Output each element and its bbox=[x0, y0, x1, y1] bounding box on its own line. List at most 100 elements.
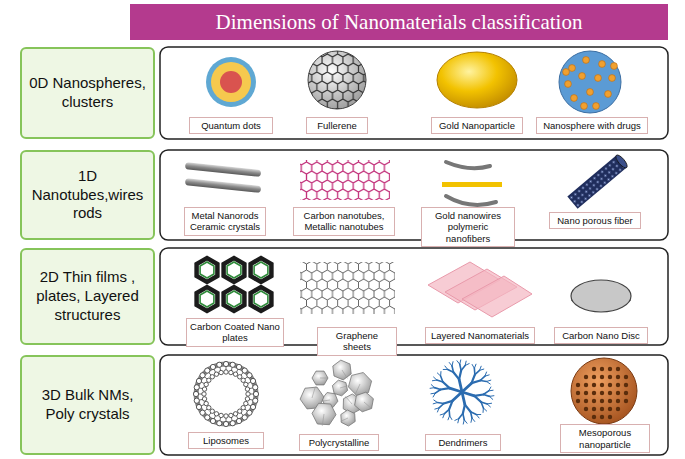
illustration-stroke bbox=[471, 412, 472, 418]
nanorod bbox=[185, 178, 261, 193]
illustration-stroke bbox=[431, 393, 435, 395]
illustration-stroke bbox=[224, 370, 228, 374]
illustration-stroke bbox=[223, 421, 228, 426]
illustration-stroke bbox=[245, 387, 249, 391]
illustration-stroke bbox=[611, 63, 618, 70]
fiber-body bbox=[567, 155, 626, 208]
illustration-stroke bbox=[452, 392, 462, 401]
illustration-stroke bbox=[609, 75, 616, 82]
illustration-stroke bbox=[624, 375, 628, 379]
illustration-stroke bbox=[196, 404, 201, 409]
illustration-stroke bbox=[452, 366, 453, 372]
illustration-stroke bbox=[624, 383, 628, 387]
illustration-stroke bbox=[444, 409, 449, 413]
illustration-stroke bbox=[483, 394, 489, 396]
illustration-stroke bbox=[472, 381, 481, 384]
example-label-box: Carbon Nano Disc bbox=[554, 327, 648, 344]
illustration-stroke bbox=[487, 404, 490, 407]
illustration-stroke bbox=[608, 391, 612, 395]
example-label-box: Carbon Coated Nano plates bbox=[186, 318, 284, 347]
illustration-stroke bbox=[233, 412, 237, 416]
illustration-stroke bbox=[460, 360, 461, 364]
illustration-stroke bbox=[490, 396, 493, 399]
illustration-stroke bbox=[608, 367, 612, 371]
illustration-stroke bbox=[576, 383, 580, 387]
mesopores bbox=[576, 367, 628, 419]
illustration-stroke bbox=[238, 375, 242, 379]
illustration-stroke bbox=[236, 418, 241, 423]
illustration-stroke bbox=[437, 373, 440, 376]
illustration-stroke bbox=[214, 372, 218, 376]
illustration-stroke bbox=[241, 378, 245, 382]
dimension-box: 0D Nanospheres, clusters bbox=[20, 47, 155, 139]
illustration-stroke bbox=[355, 392, 374, 412]
illustration-stroke bbox=[608, 383, 612, 387]
illustration-stroke bbox=[600, 407, 604, 411]
illustration-stroke bbox=[200, 291, 214, 307]
example-label-box: Dendrimers bbox=[425, 434, 501, 451]
illustration-stroke bbox=[605, 91, 612, 98]
illustration-stroke bbox=[214, 412, 218, 416]
illustration-stroke bbox=[205, 368, 210, 373]
illustration-stroke bbox=[569, 65, 576, 72]
illustration-stroke bbox=[459, 379, 462, 392]
example-label: Fullerene bbox=[317, 120, 357, 131]
illustration-stroke bbox=[238, 409, 242, 413]
illustration-stroke bbox=[229, 413, 233, 417]
illustration-stroke bbox=[197, 258, 218, 282]
illustration-stroke bbox=[355, 384, 360, 395]
illustration-stroke bbox=[459, 370, 461, 379]
illustration-stroke bbox=[200, 410, 205, 415]
drug-dots bbox=[563, 57, 618, 110]
illustration-stroke bbox=[332, 380, 347, 396]
row-panel bbox=[160, 150, 668, 240]
illustration-stroke bbox=[253, 398, 258, 403]
illustration-stroke bbox=[616, 375, 620, 379]
example-label: Nanosphere with drugs bbox=[543, 120, 641, 131]
illustration-stroke bbox=[196, 364, 256, 424]
example-label: Carbon Coated Nano plates bbox=[190, 321, 280, 343]
illustration-stroke bbox=[364, 402, 372, 409]
illustration-stroke bbox=[196, 378, 201, 383]
example-label-box: Nanosphere with drugs bbox=[536, 117, 648, 134]
illustration-stroke bbox=[616, 399, 620, 403]
example-label-box: Carbon nanotubes, Metallic nanotubes bbox=[293, 207, 395, 236]
dimension-label: 3D Bulk NMs, Poly crystals bbox=[28, 386, 147, 424]
illustration-stroke bbox=[571, 95, 578, 102]
example-label: Liposomes bbox=[203, 435, 249, 446]
example-label-box: Liposomes bbox=[188, 432, 264, 449]
illustration-stroke bbox=[193, 391, 198, 396]
illustration-stroke bbox=[348, 373, 371, 396]
example-label: Metal Nanorods Ceramic crystals bbox=[190, 210, 260, 232]
illustration-stroke bbox=[253, 391, 258, 396]
illustration-stroke bbox=[448, 416, 450, 420]
illustration-stroke bbox=[247, 373, 252, 378]
illustration-stroke bbox=[219, 370, 223, 374]
illustration-stroke bbox=[487, 381, 491, 384]
illustration-stroke bbox=[584, 383, 588, 387]
example-label: Mesoporous nanoparticle bbox=[579, 427, 631, 449]
dimension-box: 3D Bulk NMs, Poly crystals bbox=[20, 355, 155, 455]
illustration-stroke bbox=[233, 372, 237, 376]
illustration-stroke bbox=[587, 89, 594, 96]
illustration-stroke bbox=[480, 369, 484, 370]
nanosphere bbox=[559, 51, 621, 113]
dimension-box: 1D Nanotubes,wires rods bbox=[20, 150, 155, 240]
example-label: Gold Nanoparticle bbox=[439, 120, 515, 131]
illustration-stroke bbox=[576, 391, 580, 395]
illustration-stroke bbox=[204, 401, 208, 405]
illustration-stroke bbox=[340, 386, 348, 388]
illustration-stroke bbox=[481, 402, 483, 408]
illustration-stroke bbox=[229, 370, 233, 374]
example-label-box: Nano porous fiber bbox=[549, 212, 641, 229]
row-panel bbox=[160, 355, 668, 455]
illustration-stroke bbox=[465, 364, 469, 366]
example-label: Dendrimers bbox=[438, 437, 487, 448]
illustration-stroke bbox=[219, 413, 223, 417]
title-banner bbox=[130, 4, 668, 40]
illustration-stroke bbox=[608, 415, 612, 419]
illustration-stroke bbox=[242, 368, 247, 373]
illustration-stroke bbox=[608, 375, 612, 379]
illustration-stroke bbox=[579, 73, 586, 80]
background-frames bbox=[130, 4, 668, 455]
